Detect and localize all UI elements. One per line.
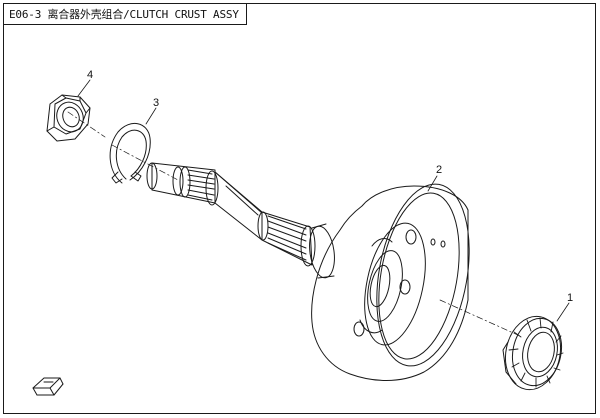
orientation-arrow-icon bbox=[32, 377, 64, 396]
callout-number-1: 1 bbox=[567, 292, 573, 304]
shaft-middle-section bbox=[214, 171, 263, 241]
shaft-rear-spline bbox=[257, 211, 316, 267]
hex-nut-part bbox=[46, 94, 91, 142]
callout-leaders bbox=[77, 79, 570, 322]
one-way-clutch-part bbox=[502, 315, 564, 391]
callout-number-3: 3 bbox=[153, 97, 159, 109]
callout-number-4: 4 bbox=[87, 69, 93, 81]
title-box: E06-3 离合器外壳组合/CLUTCH CRUST ASSY bbox=[3, 3, 247, 25]
callout-number-2: 2 bbox=[436, 164, 442, 176]
clutch-crust-part bbox=[309, 183, 470, 381]
diagram-title: E06-3 离合器外壳组合/CLUTCH CRUST ASSY bbox=[9, 7, 239, 21]
diagram-frame bbox=[3, 3, 596, 414]
circlip-part bbox=[109, 123, 151, 184]
shaft-front-spline bbox=[146, 162, 219, 206]
